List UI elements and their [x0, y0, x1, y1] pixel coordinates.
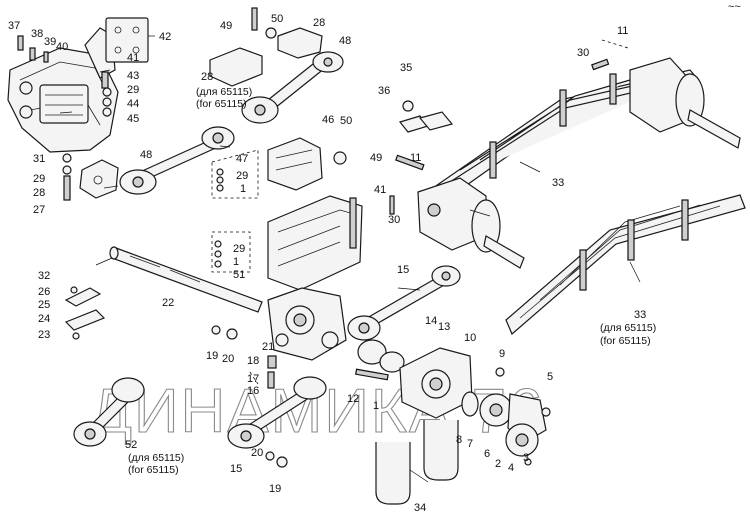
center-bracket-upper: [211, 137, 347, 199]
label-39: 39: [44, 36, 56, 48]
label-19a: 19: [206, 350, 218, 362]
label-26: 26: [38, 286, 50, 298]
label-12: 12: [347, 393, 359, 405]
center-bracket-main: [211, 195, 363, 361]
label-29b: 29: [33, 173, 45, 185]
label-28b: 28: [313, 17, 325, 29]
reaction-rod-upper: [209, 7, 344, 124]
label-45: 45: [127, 113, 139, 125]
label-1a: 1: [240, 183, 246, 195]
label-28a: 28: [33, 187, 45, 199]
note-28-ru: (для 65115): [196, 86, 252, 98]
label-50b: 50: [340, 115, 352, 127]
label-15a: 15: [397, 264, 409, 276]
label-46: 46: [322, 114, 334, 126]
label-1c: 1: [373, 400, 379, 412]
note-28-en: (for 65115): [196, 98, 247, 110]
label-2: 2: [495, 458, 501, 470]
label-19b: 19: [269, 483, 281, 495]
label-1b: 1: [233, 256, 239, 268]
part-number-labels: 37 38 39 40 42 41 43 29 44 45 31 29 28 2…: [8, 13, 646, 514]
label-29c: 29: [236, 170, 248, 182]
label-31: 31: [33, 153, 45, 165]
label-11a: 11: [617, 25, 628, 37]
label-41: 41: [127, 52, 139, 64]
label-8: 8: [456, 434, 462, 446]
label-3: 3: [523, 452, 529, 464]
label-42: 42: [159, 31, 171, 43]
label-6: 6: [484, 448, 490, 460]
label-13: 13: [438, 321, 450, 333]
reaction-rod-left: [103, 126, 235, 195]
leaf-spring-lower: [505, 194, 746, 335]
u-bolts: [375, 420, 459, 505]
label-49b: 49: [370, 152, 382, 164]
label-20a: 20: [222, 353, 234, 365]
leader-lines: [59, 35, 641, 483]
label-25: 25: [38, 299, 50, 311]
label-28c: 28: [201, 71, 213, 83]
axle-hub-right: [591, 39, 741, 149]
label-5: 5: [547, 371, 553, 383]
label-40: 40: [56, 41, 68, 53]
label-43: 43: [127, 70, 139, 82]
label-18: 18: [247, 355, 259, 367]
note-33-en: (for 65115): [600, 335, 651, 347]
axle-hub-center: [417, 177, 525, 269]
label-14: 14: [425, 315, 437, 327]
label-24: 24: [38, 313, 50, 325]
small-fasteners: [211, 325, 277, 389]
label-4: 4: [508, 462, 514, 474]
label-17: 17: [247, 373, 259, 385]
label-23: 23: [38, 329, 50, 341]
label-16: 16: [247, 385, 259, 397]
label-48b: 48: [140, 149, 152, 161]
label-48a: 48: [339, 35, 351, 47]
label-47: 47: [236, 153, 248, 165]
label-20b: 20: [251, 447, 263, 459]
label-32: 32: [38, 270, 50, 282]
balancer-shaft: [109, 246, 263, 313]
small-bracket-assembly: [62, 153, 119, 201]
note-52-ru: (для 65115): [128, 452, 184, 464]
label-36: 36: [378, 85, 390, 97]
reaction-rod-15: [347, 265, 461, 341]
label-49a: 49: [220, 20, 232, 32]
label-15b: 15: [230, 463, 242, 475]
label-44: 44: [127, 98, 139, 110]
reaction-rod-lower: [73, 376, 327, 468]
label-33b: 33: [634, 309, 646, 321]
label-27: 27: [33, 204, 45, 216]
label-11b: 11: [410, 152, 421, 164]
label-33a: 33: [552, 177, 564, 189]
label-29: 29: [127, 84, 139, 96]
label-21: 21: [262, 341, 274, 353]
label-37: 37: [8, 20, 20, 32]
note-52-en: (for 65115): [128, 464, 179, 476]
label-9: 9: [499, 348, 505, 360]
note-33-ru: (для 65115): [600, 322, 656, 334]
label-7: 7: [467, 438, 473, 450]
pivot-bearing-group: [355, 339, 551, 466]
spring-clamps: [389, 100, 454, 215]
label-38: 38: [31, 28, 43, 40]
label-34: 34: [414, 502, 426, 514]
label-41b: 41: [374, 184, 386, 196]
label-51: 51: [233, 269, 245, 281]
label-52: 52: [125, 439, 137, 451]
support-bracket-assembly: [7, 17, 149, 153]
label-22: 22: [162, 297, 174, 309]
label-50a: 50: [271, 13, 283, 25]
label-30b: 30: [388, 214, 400, 226]
variant-notes: (для 65115) (for 65115) (для 65115) (for…: [128, 86, 656, 476]
label-30a: 30: [577, 47, 589, 59]
label-35: 35: [400, 62, 412, 74]
label-29d: 29: [233, 243, 245, 255]
corner-mark: ~~: [728, 1, 741, 13]
lock-plates: [64, 286, 106, 340]
label-10: 10: [464, 332, 476, 344]
